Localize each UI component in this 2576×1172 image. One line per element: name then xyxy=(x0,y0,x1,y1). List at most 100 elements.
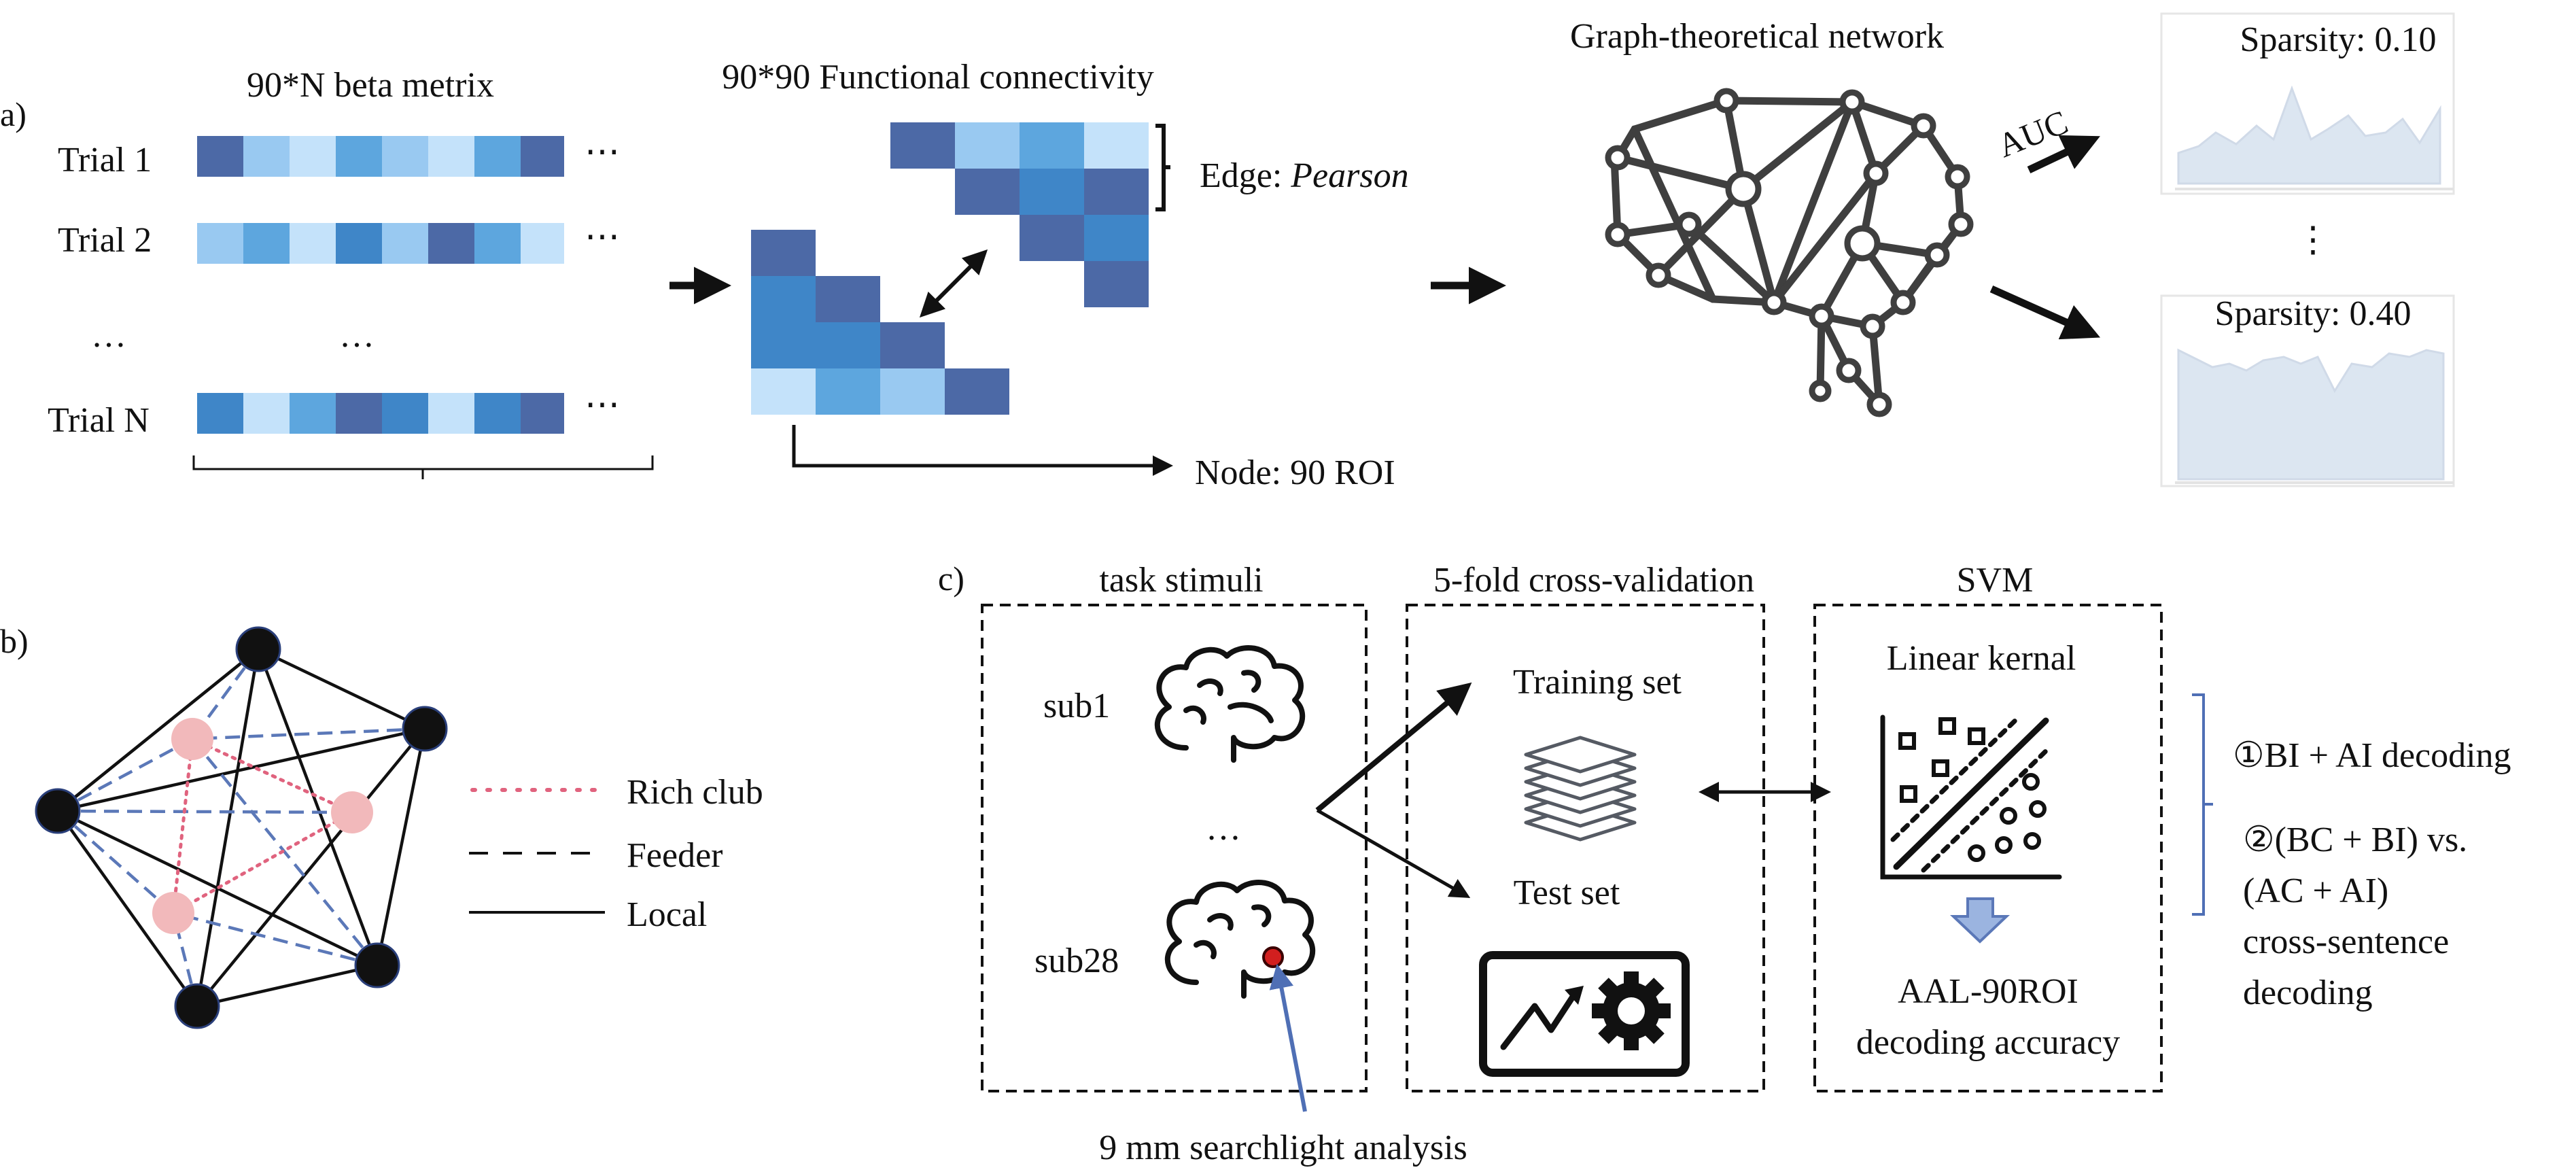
fc-cell xyxy=(955,122,1020,169)
panel-a-label: a) xyxy=(0,95,27,133)
fc-cell xyxy=(1020,215,1084,261)
fc-cell xyxy=(816,276,880,322)
fc-cell xyxy=(816,322,880,368)
down-arrow-icon xyxy=(1949,897,2011,944)
svm-scatter-icon xyxy=(1880,714,2062,880)
decoding-2-line-3: cross-sentence xyxy=(2243,923,2449,961)
fc-cell xyxy=(751,322,816,368)
fc-cell xyxy=(1084,261,1149,307)
edge-bracket xyxy=(1155,124,1170,211)
beta-cell xyxy=(382,393,428,434)
rich-club-node xyxy=(171,718,213,760)
fc-title: 90*90 Functional connectivity xyxy=(722,58,1153,97)
fc-cell xyxy=(880,368,945,415)
panel-a: a) 90*N beta metrix Trial 1 Trial 2 … … … xyxy=(0,12,2455,492)
beta-row-2 xyxy=(197,223,564,264)
stimuli-title: task stimuli xyxy=(1099,561,1263,600)
trial-2-label: Trial 2 xyxy=(58,221,152,260)
row-n-continuation: ⋯ xyxy=(585,385,620,424)
node-arrow xyxy=(792,425,1173,476)
fc-upper-triangle xyxy=(890,122,1149,307)
accuracy-line-1: AAL-90ROI xyxy=(1898,972,2078,1011)
fc-cell xyxy=(1020,122,1084,169)
beta-row-1 xyxy=(197,136,564,177)
beta-cell xyxy=(521,393,564,434)
graph-title: Graph-theoretical network xyxy=(1570,17,1944,56)
test-set-label: Test set xyxy=(1514,874,1620,912)
sparsity-bottom-area xyxy=(2177,348,2445,481)
feeder-legend-label: Feeder xyxy=(627,836,723,875)
kernel-label: Linear kernal xyxy=(1887,639,2076,678)
panel-c: c) task stimuli sub1 … sub28 9 mm search… xyxy=(938,559,2511,1167)
panel-b: b) xyxy=(0,622,763,1029)
network-node xyxy=(35,788,81,834)
beta-cell xyxy=(290,136,336,177)
sparsity-bottom-panel: Sparsity: 0.40 xyxy=(2160,294,2455,487)
fc-cell xyxy=(816,368,880,415)
sparsity-top-panel: Sparsity: 0.10 xyxy=(2160,12,2455,195)
decoding-2-line-2: (AC + AI) xyxy=(2243,872,2388,910)
svm-box xyxy=(1813,604,2163,1092)
fc-cell xyxy=(945,368,1009,415)
sparsity-bottom-label: Sparsity: 0.40 xyxy=(2215,294,2412,333)
beta-cell xyxy=(290,393,336,434)
sub28-brain-icon xyxy=(1164,880,1316,999)
beta-cell xyxy=(474,136,521,177)
beta-cell xyxy=(428,393,474,434)
beta-cell xyxy=(197,223,243,264)
fc-cell xyxy=(880,322,945,368)
stimuli-box xyxy=(981,604,1368,1092)
fc-lower-triangle xyxy=(751,230,1009,415)
beta-cell xyxy=(428,223,474,264)
svm-title: SVM xyxy=(1957,561,2034,600)
fc-cell xyxy=(955,169,1020,215)
beta-cell xyxy=(243,136,290,177)
beta-cell xyxy=(474,393,521,434)
network-node xyxy=(174,983,220,1029)
fc-cell xyxy=(1084,122,1149,169)
rich-club-node xyxy=(331,791,373,833)
sparsity-ellipsis: ⋮ xyxy=(2295,221,2331,260)
beta-cell xyxy=(382,136,428,177)
layers-icon xyxy=(1524,736,1637,842)
fc-cell xyxy=(890,122,955,169)
beta-cell xyxy=(521,136,564,177)
symmetry-arrow xyxy=(919,249,988,318)
decoding-2-line-1: ②(BC + BI) vs. xyxy=(2243,821,2467,859)
panel-b-label: b) xyxy=(0,622,29,660)
fc-cell xyxy=(1084,169,1149,215)
beta-cell xyxy=(243,393,290,434)
beta-cell xyxy=(474,223,521,264)
beta-cell xyxy=(382,223,428,264)
beta-cell xyxy=(428,136,474,177)
beta-cell xyxy=(290,223,336,264)
fc-cell xyxy=(751,276,816,322)
beta-cell xyxy=(336,393,382,434)
brain-network-icon xyxy=(1610,97,1965,409)
cv-title: 5-fold cross-validation xyxy=(1433,561,1754,600)
arrow-to-sparsity-bottom xyxy=(1989,285,2101,340)
panel-b-legend: Rich club Feeder Local xyxy=(469,773,763,934)
fc-cell xyxy=(751,368,816,415)
row-1-continuation: ⋯ xyxy=(585,133,620,171)
fc-cell xyxy=(1084,215,1149,261)
training-set-label: Training set xyxy=(1513,663,1682,702)
beta-row-n xyxy=(197,393,564,434)
sub-ellipsis: … xyxy=(1206,809,1241,848)
arrow-to-test xyxy=(1316,808,1471,898)
edge-label: Edge: Pearson xyxy=(1200,156,1409,195)
trial-ellipsis: … xyxy=(91,316,126,355)
beta-cell xyxy=(197,393,243,434)
local-edges xyxy=(55,647,427,1008)
node-label: Node: 90 ROI xyxy=(1195,453,1395,492)
network-node xyxy=(354,942,400,988)
sub28-label: sub28 xyxy=(1034,942,1119,980)
network-node xyxy=(402,706,448,752)
column-ellipsis: … xyxy=(339,316,375,355)
beta-cell xyxy=(521,223,564,264)
rich-club-nodes xyxy=(152,718,373,934)
arrow-to-sparsity-top xyxy=(2027,135,2100,173)
accuracy-line-2: decoding accuracy xyxy=(1856,1023,2120,1062)
beta-cell xyxy=(197,136,243,177)
